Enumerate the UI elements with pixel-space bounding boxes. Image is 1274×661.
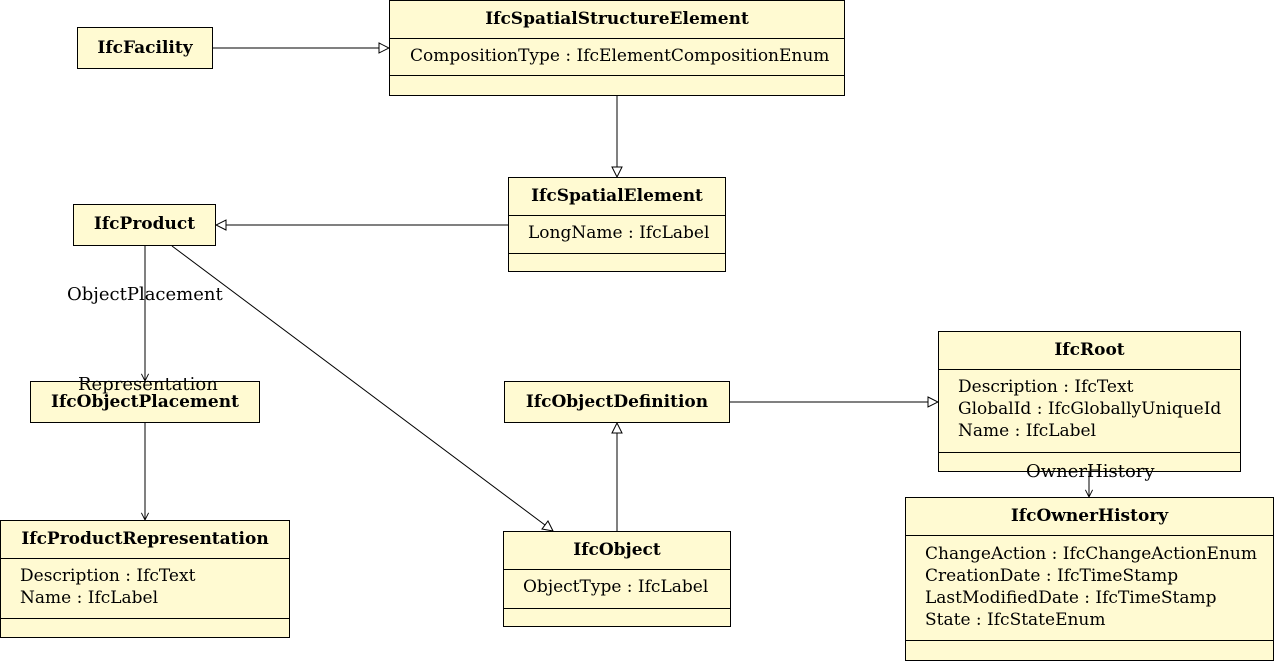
class-attributes: Description : IfcText Name : IfcLabel	[1, 558, 289, 619]
class-attributes: ObjectType : IfcLabel	[504, 569, 730, 609]
attribute: LongName : IfcLabel	[528, 223, 710, 243]
attribute: GlobalId : IfcGloballyUniqueId	[958, 399, 1222, 419]
class-ifc-facility[interactable]: IfcFacility	[77, 27, 213, 69]
class-ifc-spatial-structure-element[interactable]: IfcSpatialStructureElement CompositionTy…	[389, 0, 845, 96]
class-ifc-object[interactable]: IfcObject ObjectType : IfcLabel	[503, 531, 731, 627]
class-name: IfcProductRepresentation	[21, 529, 269, 549]
attribute: Description : IfcText	[958, 377, 1134, 397]
class-name: IfcSpatialStructureElement	[485, 9, 749, 29]
class-attributes: LongName : IfcLabel	[509, 215, 725, 254]
edge-product-to-object	[171, 245, 553, 531]
class-ifc-object-placement[interactable]: IfcObjectPlacement	[30, 381, 260, 423]
class-ifc-object-definition[interactable]: IfcObjectDefinition	[504, 381, 730, 423]
class-name: IfcSpatialElement	[531, 186, 703, 206]
class-attributes: Description : IfcText GlobalId : IfcGlob…	[939, 369, 1240, 453]
class-name: IfcRoot	[1054, 340, 1125, 360]
class-name: IfcProduct	[93, 214, 196, 234]
class-name: IfcFacility	[97, 38, 193, 58]
label-object-placement: ObjectPlacement	[67, 284, 223, 305]
attribute: State : IfcStateEnum	[925, 610, 1106, 630]
class-ifc-owner-history[interactable]: IfcOwnerHistory ChangeAction : IfcChange…	[905, 497, 1274, 661]
attribute: ObjectType : IfcLabel	[523, 577, 709, 597]
class-name: IfcOwnerHistory	[1010, 506, 1169, 526]
attribute: CompositionType : IfcElementCompositionE…	[410, 46, 830, 66]
class-ifc-product[interactable]: IfcProduct	[73, 204, 216, 246]
class-attributes: ChangeAction : IfcChangeActionEnum Creat…	[906, 535, 1273, 641]
class-name: IfcObjectDefinition	[525, 392, 709, 412]
label-representation: Representation	[78, 374, 218, 395]
attribute: LastModifiedDate : IfcTimeStamp	[925, 588, 1217, 608]
attribute: Description : IfcText	[20, 566, 196, 586]
label-owner-history: OwnerHistory	[1026, 461, 1155, 482]
attribute: CreationDate : IfcTimeStamp	[925, 566, 1179, 586]
class-attributes: CompositionType : IfcElementCompositionE…	[390, 38, 844, 76]
class-ifc-spatial-element[interactable]: IfcSpatialElement LongName : IfcLabel	[508, 177, 726, 272]
class-ifc-product-representation[interactable]: IfcProductRepresentation Description : I…	[0, 520, 290, 638]
class-name: IfcObject	[573, 540, 661, 560]
attribute: ChangeAction : IfcChangeActionEnum	[925, 544, 1257, 564]
class-ifc-root[interactable]: IfcRoot Description : IfcText GlobalId :…	[938, 331, 1241, 472]
class-name: IfcObjectPlacement	[51, 392, 239, 412]
attribute: Name : IfcLabel	[958, 421, 1097, 441]
attribute: Name : IfcLabel	[20, 588, 159, 608]
